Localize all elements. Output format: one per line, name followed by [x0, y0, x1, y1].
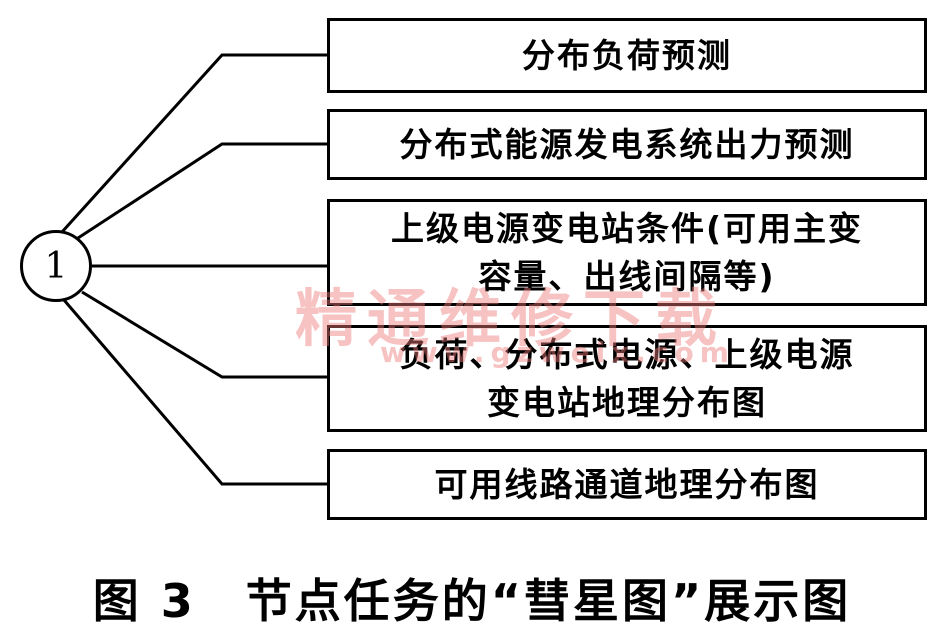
caption-number: 图 3	[92, 574, 196, 628]
task-label: 可用线路通道地理分布图	[434, 464, 820, 504]
task-box-load-forecast: 分布负荷预测	[327, 18, 927, 93]
node-circle: 1	[20, 230, 92, 302]
connector-line-1	[74, 142, 327, 242]
task-label: 分布负荷预测	[522, 35, 732, 75]
task-label: 上级电源变电站条件(可用主变	[390, 208, 864, 248]
task-label: 变电站地理分布图	[487, 382, 767, 422]
task-box-line-corridor-map: 可用线路通道地理分布图	[327, 449, 927, 520]
caption-title: 节点任务的“彗星图”展示图	[245, 574, 852, 628]
task-box-der-output-forecast: 分布式能源发电系统出力预测	[327, 109, 927, 180]
task-label: 负荷、分布式电源、上级电源	[399, 334, 855, 374]
connector-line-3	[81, 290, 327, 379]
node-label: 1	[44, 245, 68, 287]
connector-line-0	[60, 53, 327, 234]
figure-caption: 图 3 节点任务的“彗星图”展示图	[0, 565, 944, 631]
task-box-geographic-distribution: 负荷、分布式电源、上级电源 变电站地理分布图	[327, 325, 927, 432]
connector-line-4	[62, 299, 327, 486]
task-label: 容量、出线间隔等)	[478, 256, 776, 296]
task-box-upstream-substation: 上级电源变电站条件(可用主变 容量、出线间隔等)	[327, 199, 927, 306]
task-label: 分布式能源发电系统出力预测	[399, 124, 855, 164]
